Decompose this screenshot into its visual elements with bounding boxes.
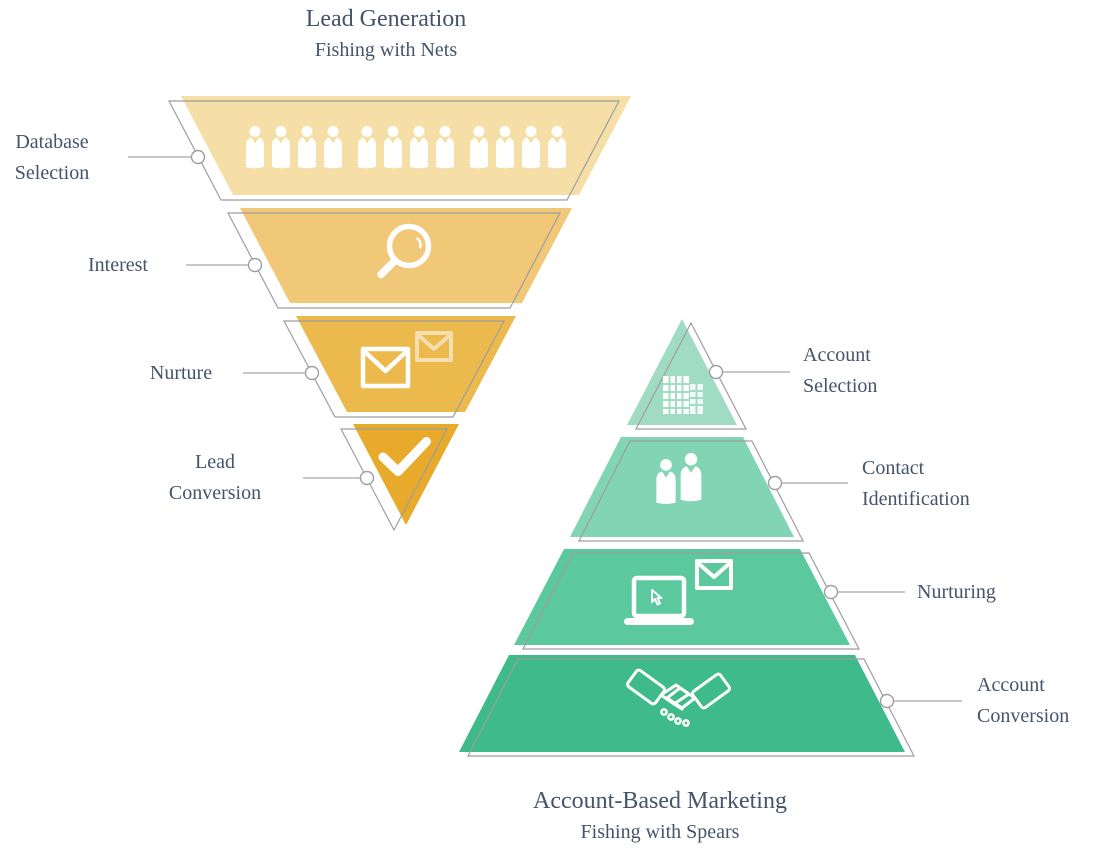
handshake-icon [626, 668, 731, 727]
pyramid-level2-outline [578, 440, 804, 542]
funnel-level-nurture [283, 316, 516, 418]
pyramid-level-contact-identification [570, 437, 804, 542]
funnel-level4-fill [353, 424, 459, 525]
funnel-lead-generation [128, 96, 631, 532]
label-lead-conversion: Lead Conversion [168, 451, 262, 504]
pyramid-account-based-marketing [459, 319, 962, 757]
pyramid-level-nurturing [514, 549, 860, 650]
label-contact-identification: Contact Identification [862, 457, 970, 510]
funnel-connectors [128, 149, 375, 486]
funnel-level1-fill [181, 96, 631, 195]
pyramid-level4-fill [459, 655, 905, 752]
connector-dot [708, 364, 724, 380]
pyramid-level1-fill [627, 319, 737, 425]
label-nurturing: Nurturing [917, 581, 996, 603]
funnel-level2-fill [240, 208, 572, 303]
funnel-level2-outline [227, 212, 561, 309]
label-nurture: Nurture [149, 362, 213, 384]
connector-dot [304, 365, 320, 381]
funnel-level-lead-conversion [340, 424, 459, 532]
pyramid-level-account-conversion [459, 655, 915, 757]
pyramid-subtitle: Fishing with Spears [580, 821, 740, 843]
funnel-level3-outline [283, 320, 505, 418]
funnel-level-interest [227, 208, 572, 309]
connector-dot [359, 470, 375, 486]
label-account-selection: Account Selection [803, 344, 878, 397]
connector-dot [247, 257, 263, 273]
connector-dot [767, 475, 783, 491]
funnel-level1-outline [168, 100, 620, 201]
pyramid-connectors [708, 364, 962, 709]
check-icon [378, 437, 431, 476]
connector-dot [823, 584, 839, 600]
funnel-level-database-selection [168, 96, 631, 201]
pyramid-title: Account-Based Marketing [533, 788, 787, 814]
connector-dot [879, 693, 895, 709]
connector-dot [190, 149, 206, 165]
mail-icon [360, 331, 453, 389]
pyramid-level3-outline [522, 552, 860, 650]
pyramid-level-account-selection [627, 319, 747, 430]
building-icon [663, 376, 703, 414]
label-database-selection: Database Selection [14, 131, 90, 184]
funnel-title-block: Lead Generation Fishing with Nets [166, 4, 606, 66]
label-account-conversion: Account Conversion [977, 674, 1070, 727]
search-icon [377, 223, 432, 279]
pyramid-title-block: Account-Based Marketing Fishing with Spe… [440, 786, 880, 848]
funnel-subtitle: Fishing with Nets [314, 39, 458, 61]
pyramid-level4-outline [467, 658, 915, 757]
label-interest: Interest [88, 254, 148, 276]
funnel-title: Lead Generation [305, 6, 467, 32]
laptop-mail-icon [624, 559, 733, 625]
